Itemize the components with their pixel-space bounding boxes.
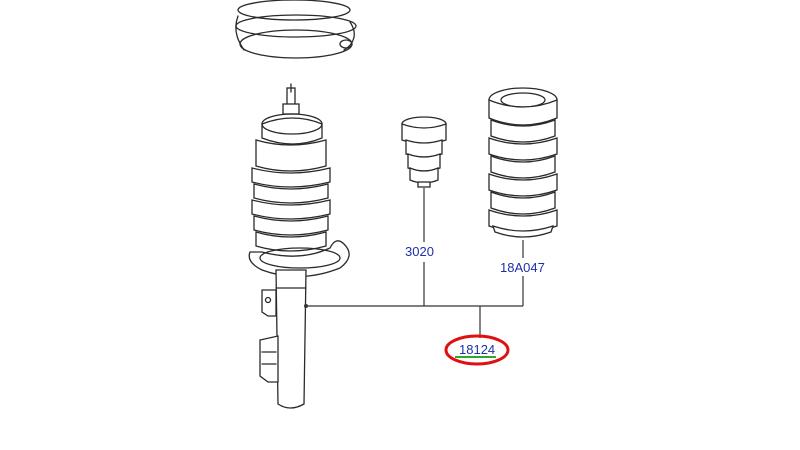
highlighted-part-callout[interactable]: 18124 [444,334,510,366]
leader-lines [304,188,524,338]
part-number-strut-assembly[interactable]: 18124 [459,342,495,357]
highlight-circle [444,334,510,366]
part-number-bump-stop[interactable]: 3020 [405,244,434,259]
bump-stop-illustration [401,116,447,188]
strut-assembly-illustration [248,83,350,409]
part-number-dust-boot[interactable]: 18A047 [500,260,545,275]
dust-boot-illustration [488,87,558,238]
coil-spring-illustration [235,0,357,59]
